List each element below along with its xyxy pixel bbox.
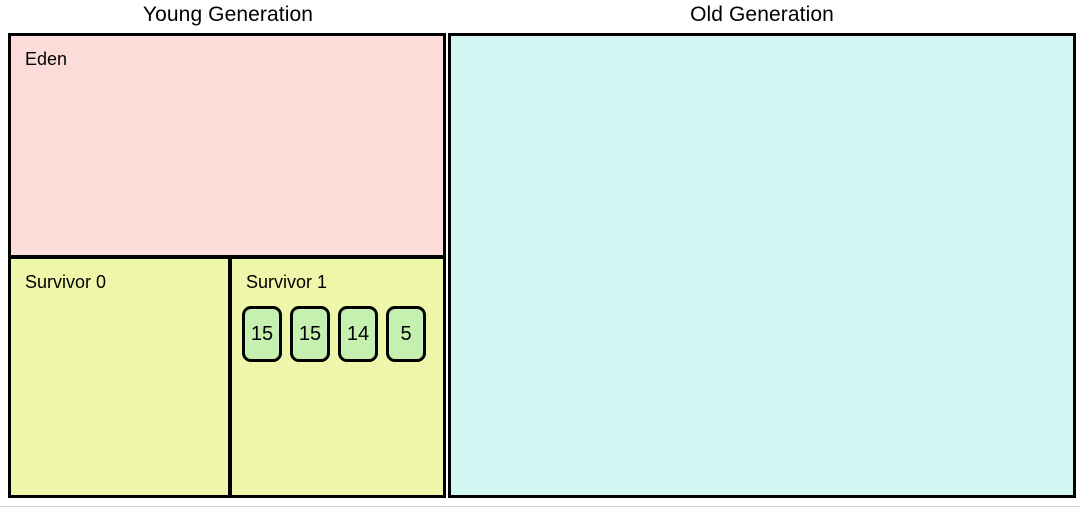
survivor-1-region: Survivor 1 15 15 14 5 <box>229 256 446 498</box>
eden-region: Eden <box>8 33 446 258</box>
survivor-0-region-label: Survivor 0 <box>25 272 107 292</box>
survivor-1-object-row: 15 15 14 5 <box>242 306 426 362</box>
survivor-0-region: Survivor 0 <box>8 256 231 498</box>
old-generation-region <box>448 33 1076 498</box>
bottom-divider <box>0 506 1080 507</box>
object-box: 15 <box>242 306 282 362</box>
object-box: 15 <box>290 306 330 362</box>
object-box: 14 <box>338 306 378 362</box>
old-generation-title: Old Generation <box>690 3 834 26</box>
survivor-1-region-label: Survivor 1 <box>246 272 328 292</box>
object-box: 5 <box>386 306 426 362</box>
eden-region-label: Eden <box>25 49 68 69</box>
young-generation-title: Young Generation <box>142 3 314 26</box>
